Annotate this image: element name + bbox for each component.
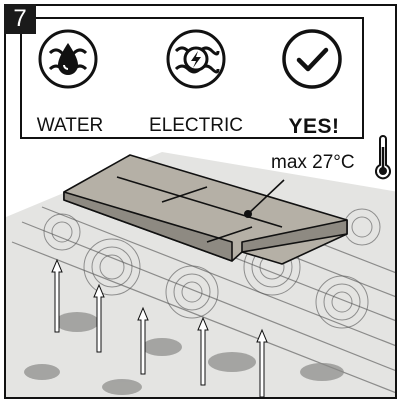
legend-label-water: WATER: [28, 115, 112, 137]
step-number-badge: 7: [4, 4, 36, 34]
annotation-dot: [244, 210, 252, 218]
legend-label-electric: ELECTRIC: [140, 115, 252, 137]
compatibility-legend: WATER ELECTRIC YES!: [20, 17, 364, 139]
legend-label-yes: YES!: [274, 115, 354, 139]
max-temperature-label: max 27°C: [271, 152, 355, 174]
checkmark-icon: [280, 27, 344, 91]
water-drop-icon: [36, 27, 100, 91]
electric-bolt-icon: [164, 27, 228, 91]
thermometer-icon: [374, 135, 392, 181]
